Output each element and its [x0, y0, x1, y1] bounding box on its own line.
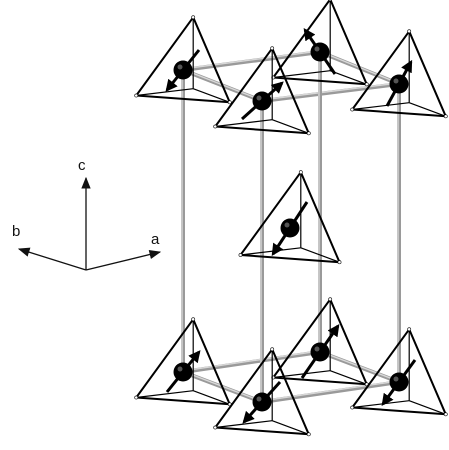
- tetrahedron: [238, 170, 342, 265]
- axis-triad: c a b: [12, 157, 162, 271]
- cell-edge: [181, 350, 322, 374]
- tetra-vertex: [191, 317, 196, 322]
- tetra-vertex: [306, 131, 311, 136]
- tetra-front-face: [135, 16, 231, 104]
- cell-edge-highlight: [181, 50, 320, 70]
- tetra-vertex: [364, 82, 369, 87]
- tetra-vertex: [134, 395, 139, 400]
- tetra-vertex: [270, 347, 275, 352]
- atom: [389, 372, 409, 392]
- atom-highlight: [393, 376, 399, 382]
- tetra-back-edge: [240, 247, 301, 256]
- tetra-back-edge: [329, 370, 367, 385]
- cell-edge: [260, 380, 401, 404]
- tetra-vertex: [337, 260, 342, 265]
- tetra-front-face: [214, 47, 310, 135]
- tetra-vertex: [443, 114, 448, 119]
- tetra-vertex: [298, 170, 303, 175]
- atom-highlight: [314, 46, 320, 52]
- tetra-vertex: [213, 425, 218, 430]
- tetra-back-edge: [352, 102, 410, 111]
- tetra-back-edge: [192, 88, 230, 103]
- tetrahedra-group: [134, 0, 448, 437]
- tetra-front-face: [214, 348, 310, 436]
- atom-highlight: [284, 222, 290, 228]
- tetra-front-face: [272, 298, 368, 386]
- tetrahedron: [350, 29, 448, 119]
- atom: [252, 392, 272, 412]
- tetra-back-edge: [408, 102, 446, 117]
- tetrahedron: [271, 0, 369, 87]
- atom-highlight: [177, 64, 183, 70]
- cell-edge: [181, 50, 322, 72]
- tetra-vertex: [350, 107, 355, 112]
- atom: [310, 342, 330, 362]
- tetrahedron: [134, 317, 232, 407]
- atom: [389, 74, 409, 94]
- tetra-back-edge: [273, 70, 331, 79]
- atom-highlight: [314, 346, 320, 352]
- tetra-vertex: [270, 46, 275, 51]
- atom: [280, 218, 300, 238]
- a-axis-arrow: [85, 249, 162, 271]
- c-axis-label: c: [78, 157, 86, 174]
- atom: [310, 42, 330, 62]
- tetra-front-face: [239, 171, 341, 264]
- tetrahedron: [134, 15, 232, 105]
- cell-edge: [260, 82, 401, 103]
- tetra-back-edge: [273, 370, 331, 379]
- tetra-vertex: [227, 100, 232, 105]
- tetrahedron: [213, 347, 311, 437]
- tetra-vertex: [213, 124, 218, 129]
- tetra-back-edge: [215, 119, 273, 128]
- tetra-vertex: [328, 0, 332, 2]
- tetra-back-edge: [300, 247, 340, 263]
- tetra-vertex: [443, 412, 448, 417]
- tetra-vertex: [191, 15, 196, 20]
- tetrahedron: [350, 327, 448, 417]
- a-axis-label: a: [151, 231, 160, 248]
- tetra-back-edge: [408, 400, 446, 415]
- atom-highlight: [256, 396, 262, 402]
- atom: [252, 91, 272, 111]
- tetra-front-face: [351, 30, 447, 118]
- tetra-back-edge: [192, 390, 230, 405]
- tetra-front-face: [351, 328, 447, 416]
- atom-highlight: [393, 78, 399, 84]
- cell-edge-highlight: [260, 380, 399, 402]
- cell-edge-highlight: [181, 350, 320, 372]
- tetra-front-face: [135, 318, 231, 406]
- tetra-back-edge: [352, 400, 410, 409]
- tetra-back-edge: [136, 390, 194, 399]
- tetra-vertex: [407, 327, 412, 332]
- b-axis-label: b: [12, 223, 20, 240]
- tetra-vertex: [350, 405, 355, 410]
- tetra-vertex: [407, 29, 412, 34]
- atom: [173, 362, 193, 382]
- atom-highlight: [177, 366, 183, 372]
- tetra-vertex: [134, 93, 139, 98]
- tetra-back-edge: [215, 420, 273, 429]
- tetra-vertex: [328, 297, 333, 302]
- cell-edge-highlight: [260, 82, 399, 101]
- tetrahedron: [213, 46, 311, 136]
- tetra-back-edge: [329, 70, 367, 85]
- tetra-front-face: [272, 0, 368, 86]
- tetra-back-edge: [271, 119, 309, 134]
- b-axis-arrow: [17, 247, 87, 271]
- tetra-vertex: [306, 432, 311, 437]
- tetra-back-edge: [271, 420, 309, 435]
- atom-highlight: [256, 95, 262, 101]
- tetra-back-edge: [136, 88, 194, 97]
- tetra-vertex: [238, 253, 243, 257]
- atom: [173, 60, 193, 80]
